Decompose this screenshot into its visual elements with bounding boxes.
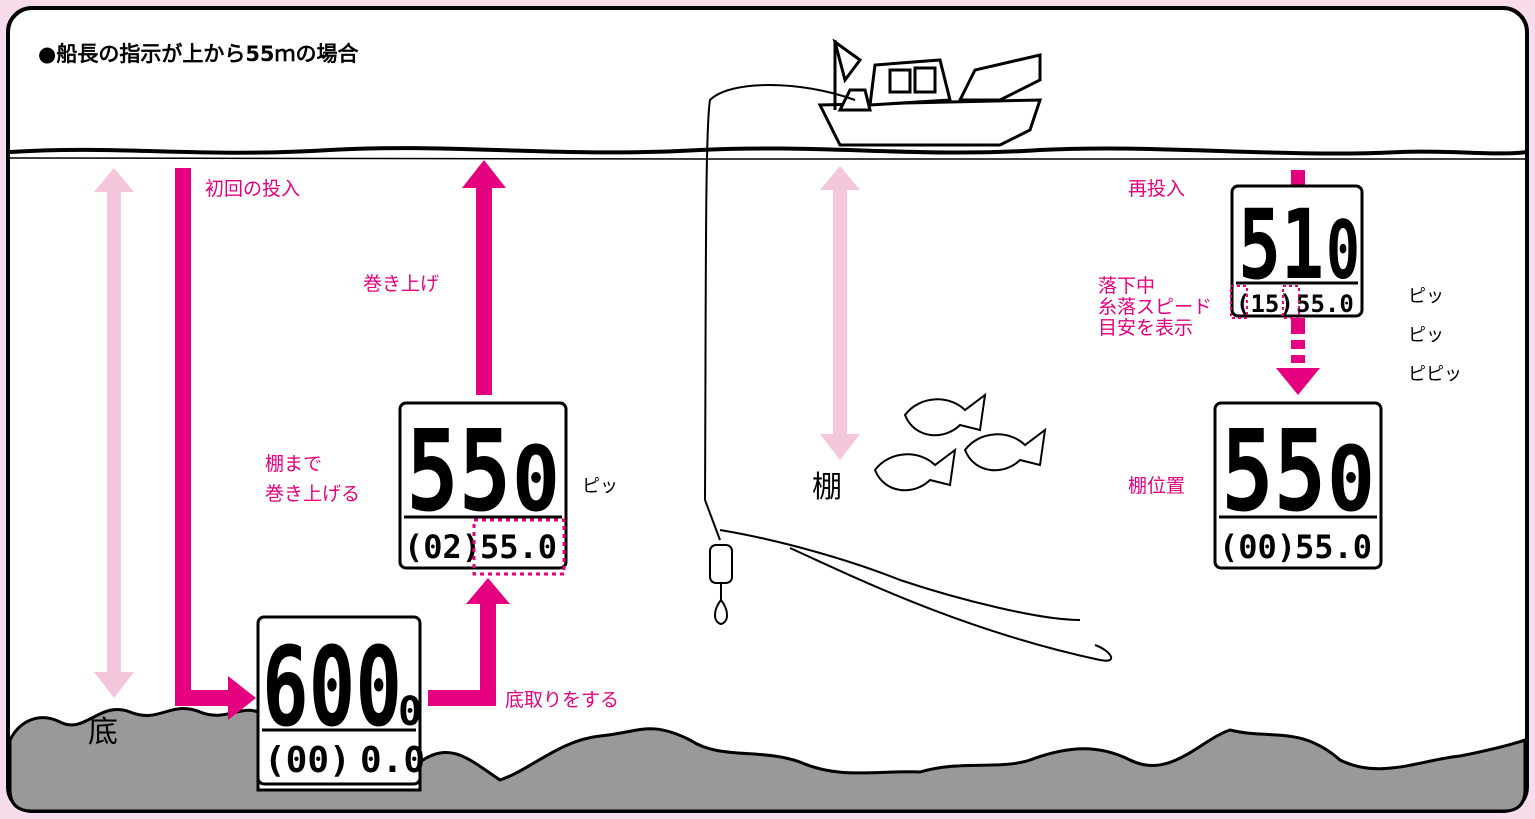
label-reel-up: 巻き上げ xyxy=(363,273,439,295)
label-tana-position: 棚位置 xyxy=(1128,475,1185,497)
display-reeled-main: 55 xyxy=(406,407,511,537)
display-bottom-decimal: 0 xyxy=(398,689,422,735)
label-falling-3: 目安を表示 xyxy=(1098,317,1193,339)
bottom-depth-arrow xyxy=(94,168,134,698)
display-tana-main: 55 xyxy=(1221,407,1326,537)
label-first-drop: 初回の投入 xyxy=(205,178,300,200)
display-bottom-sub: 0.0 xyxy=(360,740,425,781)
fishing-rig xyxy=(704,499,1113,662)
tana-depth-arrow xyxy=(820,166,860,460)
display-tana: 55 0 (00) 55.0 xyxy=(1213,401,1383,570)
display-reeled: 55 0 (02) 55.0 xyxy=(398,401,568,576)
label-reel-to-tana-2: 巻き上げる xyxy=(265,483,360,505)
label-bottom-take: 底取りをする xyxy=(505,689,619,711)
display-bottom-main: 600 xyxy=(262,623,402,751)
water-surface-line xyxy=(9,157,1528,161)
page-title: ●船長の指示が上から55ｍの場合 xyxy=(38,42,360,66)
fishing-line xyxy=(704,84,856,501)
label-beep-3: ピピッ xyxy=(1408,364,1462,385)
display-reeled-sub: 55.0 xyxy=(480,528,557,566)
first-drop-arrow xyxy=(175,168,256,720)
label-beep-2: ピッ xyxy=(1408,325,1444,346)
label-falling-2: 糸落スピード xyxy=(1098,296,1212,318)
display-bottom-speed: (00) xyxy=(264,740,351,781)
reel-up-arrow xyxy=(462,160,506,395)
display-tana-speed: (00) xyxy=(1219,528,1296,566)
bottom-take-arrow xyxy=(428,578,510,706)
label-beep-4: ピッ xyxy=(582,476,618,497)
seabed xyxy=(8,707,1527,813)
display-reeled-speed: (02) xyxy=(404,528,481,566)
fish-school xyxy=(873,392,1047,492)
redrop-arrow xyxy=(1276,170,1320,395)
label-reel-to-tana: 棚まで xyxy=(265,453,322,475)
display-reeled-decimal: 0 xyxy=(512,427,560,532)
display-bottom: 600 0 (00) 0.0 xyxy=(256,615,425,786)
label-falling-1: 落下中 xyxy=(1098,275,1155,297)
label-bottom: 底 xyxy=(88,715,118,750)
display-tana-decimal: 0 xyxy=(1327,427,1375,532)
label-beep-1: ピッ xyxy=(1408,286,1444,307)
display-falling-sub: 55.0 xyxy=(1296,290,1354,318)
display-falling-speed: (15) xyxy=(1236,290,1294,318)
label-redrop: 再投入 xyxy=(1128,178,1185,200)
display-falling: 51 0 (15) 55.0 xyxy=(1230,184,1364,319)
boat-illustration xyxy=(817,38,1043,147)
display-tana-sub: 55.0 xyxy=(1295,528,1372,566)
label-tana: 棚 xyxy=(812,470,842,505)
water-surface xyxy=(9,146,1528,156)
